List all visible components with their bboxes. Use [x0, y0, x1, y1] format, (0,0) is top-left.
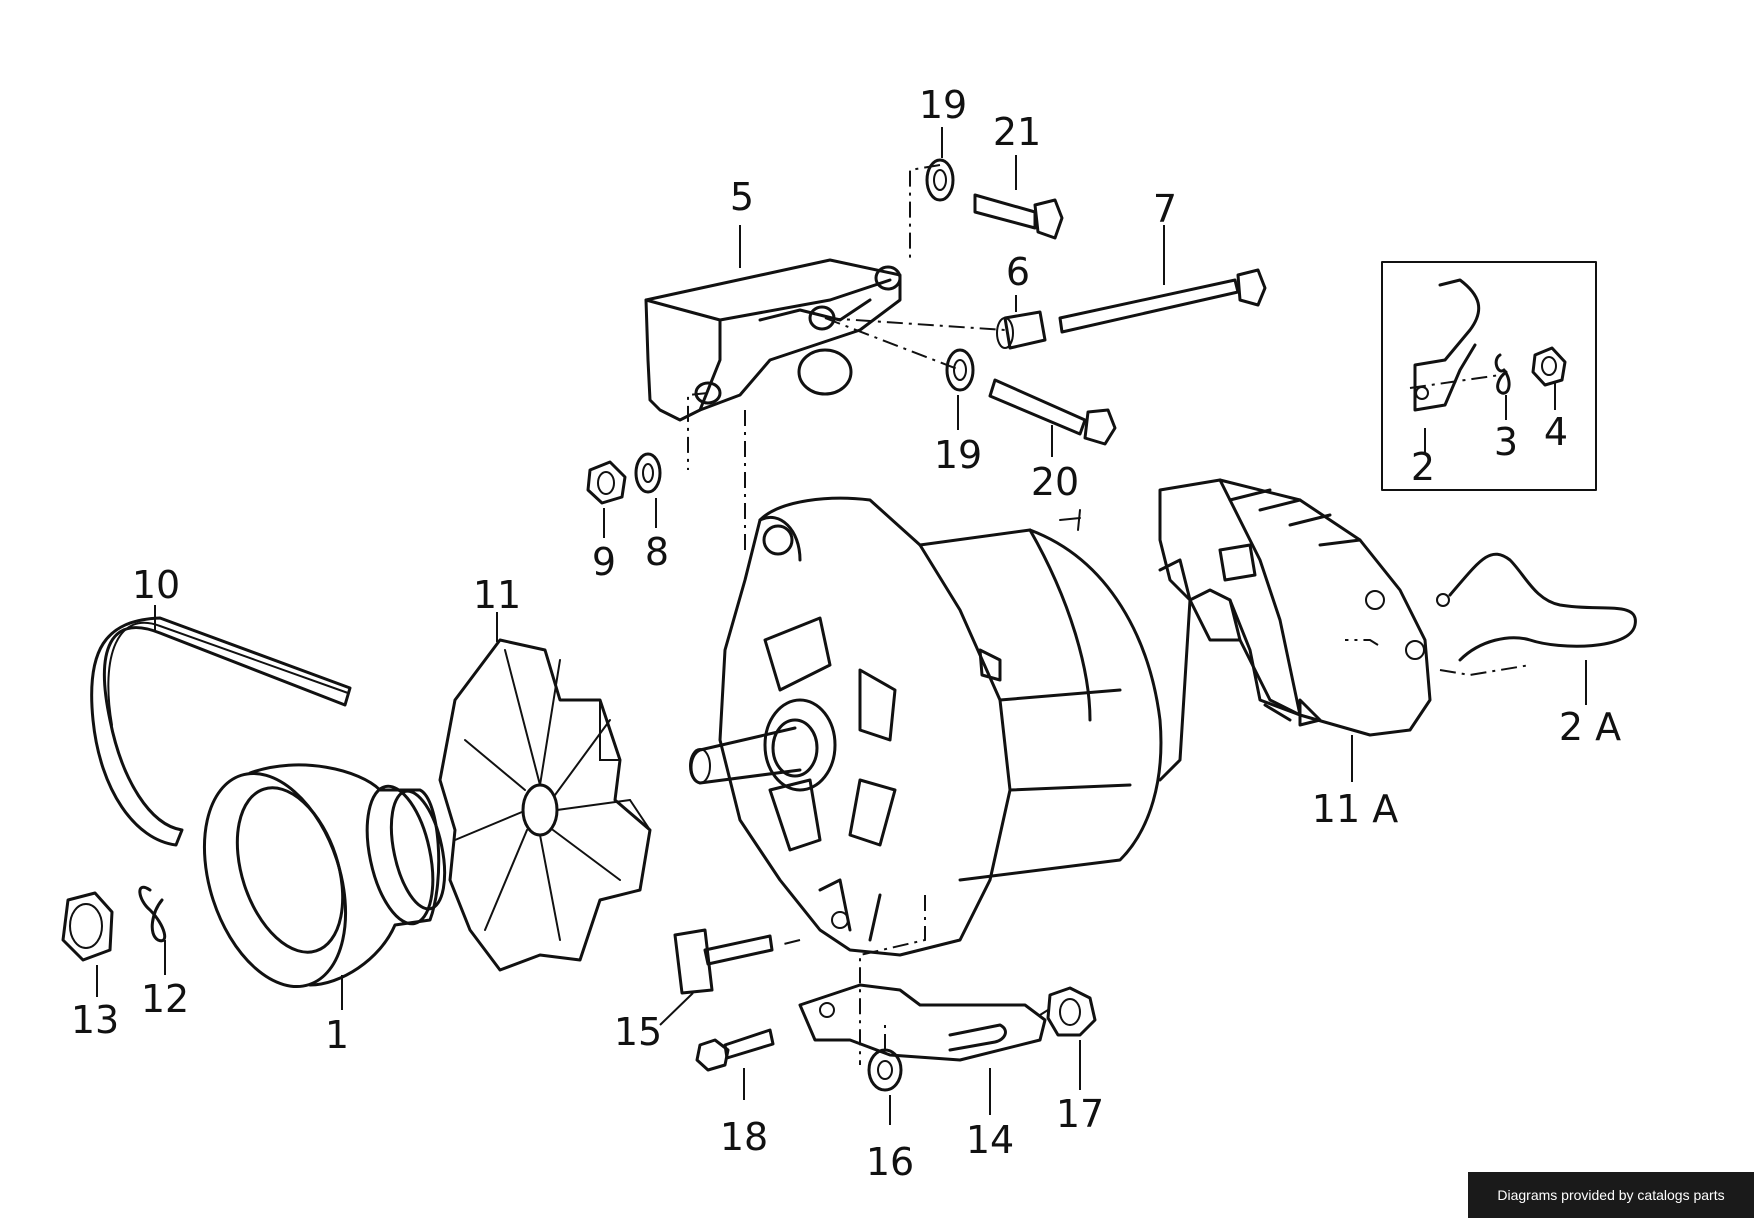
label-6: 6 [1006, 250, 1030, 294]
washer-16 [867, 1048, 903, 1092]
bolt-18 [695, 1028, 775, 1072]
washer-19-upper [925, 158, 955, 202]
label-7: 7 [1153, 187, 1177, 231]
label-12: 12 [141, 977, 189, 1021]
label-9: 9 [592, 540, 616, 584]
flange-nut-17 [1046, 986, 1097, 1037]
label-15: 15 [614, 1010, 662, 1054]
rear-cover [1158, 478, 1432, 737]
label-4: 4 [1544, 410, 1568, 454]
spacer-6 [996, 310, 1047, 350]
cooling-fan [438, 638, 652, 972]
label-10: 10 [132, 563, 180, 607]
bolt-21 [973, 193, 1064, 240]
label-11a: 11 A [1312, 787, 1398, 831]
wire-harness [1436, 552, 1637, 662]
spring-washer [138, 886, 167, 943]
label-13: 13 [71, 998, 119, 1042]
label-5: 5 [730, 175, 754, 219]
alternator-housing [689, 496, 1192, 957]
leader-lines [96, 127, 1587, 1125]
label-16: 16 [866, 1140, 914, 1184]
label-1: 1 [325, 1013, 349, 1057]
v-belt [90, 616, 352, 847]
bolt-20 [988, 378, 1117, 446]
label-14: 14 [966, 1118, 1014, 1162]
long-bolt-7 [1058, 268, 1267, 334]
bolt-15 [673, 928, 774, 995]
label-19-lower: 19 [934, 433, 982, 477]
label-2: 2 [1411, 445, 1435, 489]
washer-8 [634, 452, 662, 494]
label-2a: 2 A [1559, 705, 1621, 749]
mounting-bracket [644, 258, 902, 422]
label-18: 18 [720, 1115, 768, 1159]
adjusting-strap-14 [798, 983, 1047, 1062]
label-19-upper: 19 [919, 83, 967, 127]
label-20: 20 [1031, 460, 1079, 504]
assembly-lines [687, 164, 1531, 1065]
label-17: 17 [1056, 1092, 1104, 1136]
label-3: 3 [1494, 420, 1518, 464]
nut-9 [586, 460, 627, 505]
hex-nut [61, 891, 114, 962]
pulley [202, 763, 447, 989]
credit-banner: Diagrams provided by catalogs parts [1468, 1172, 1754, 1218]
label-8: 8 [645, 530, 669, 574]
part-labels: 1 2 2 A 3 4 5 6 7 8 9 10 11 11 A 12 13 1… [71, 83, 1621, 1184]
washer-19-lower [945, 348, 975, 392]
label-21: 21 [993, 110, 1041, 154]
label-11: 11 [473, 573, 521, 617]
detail-inset [1381, 261, 1597, 491]
